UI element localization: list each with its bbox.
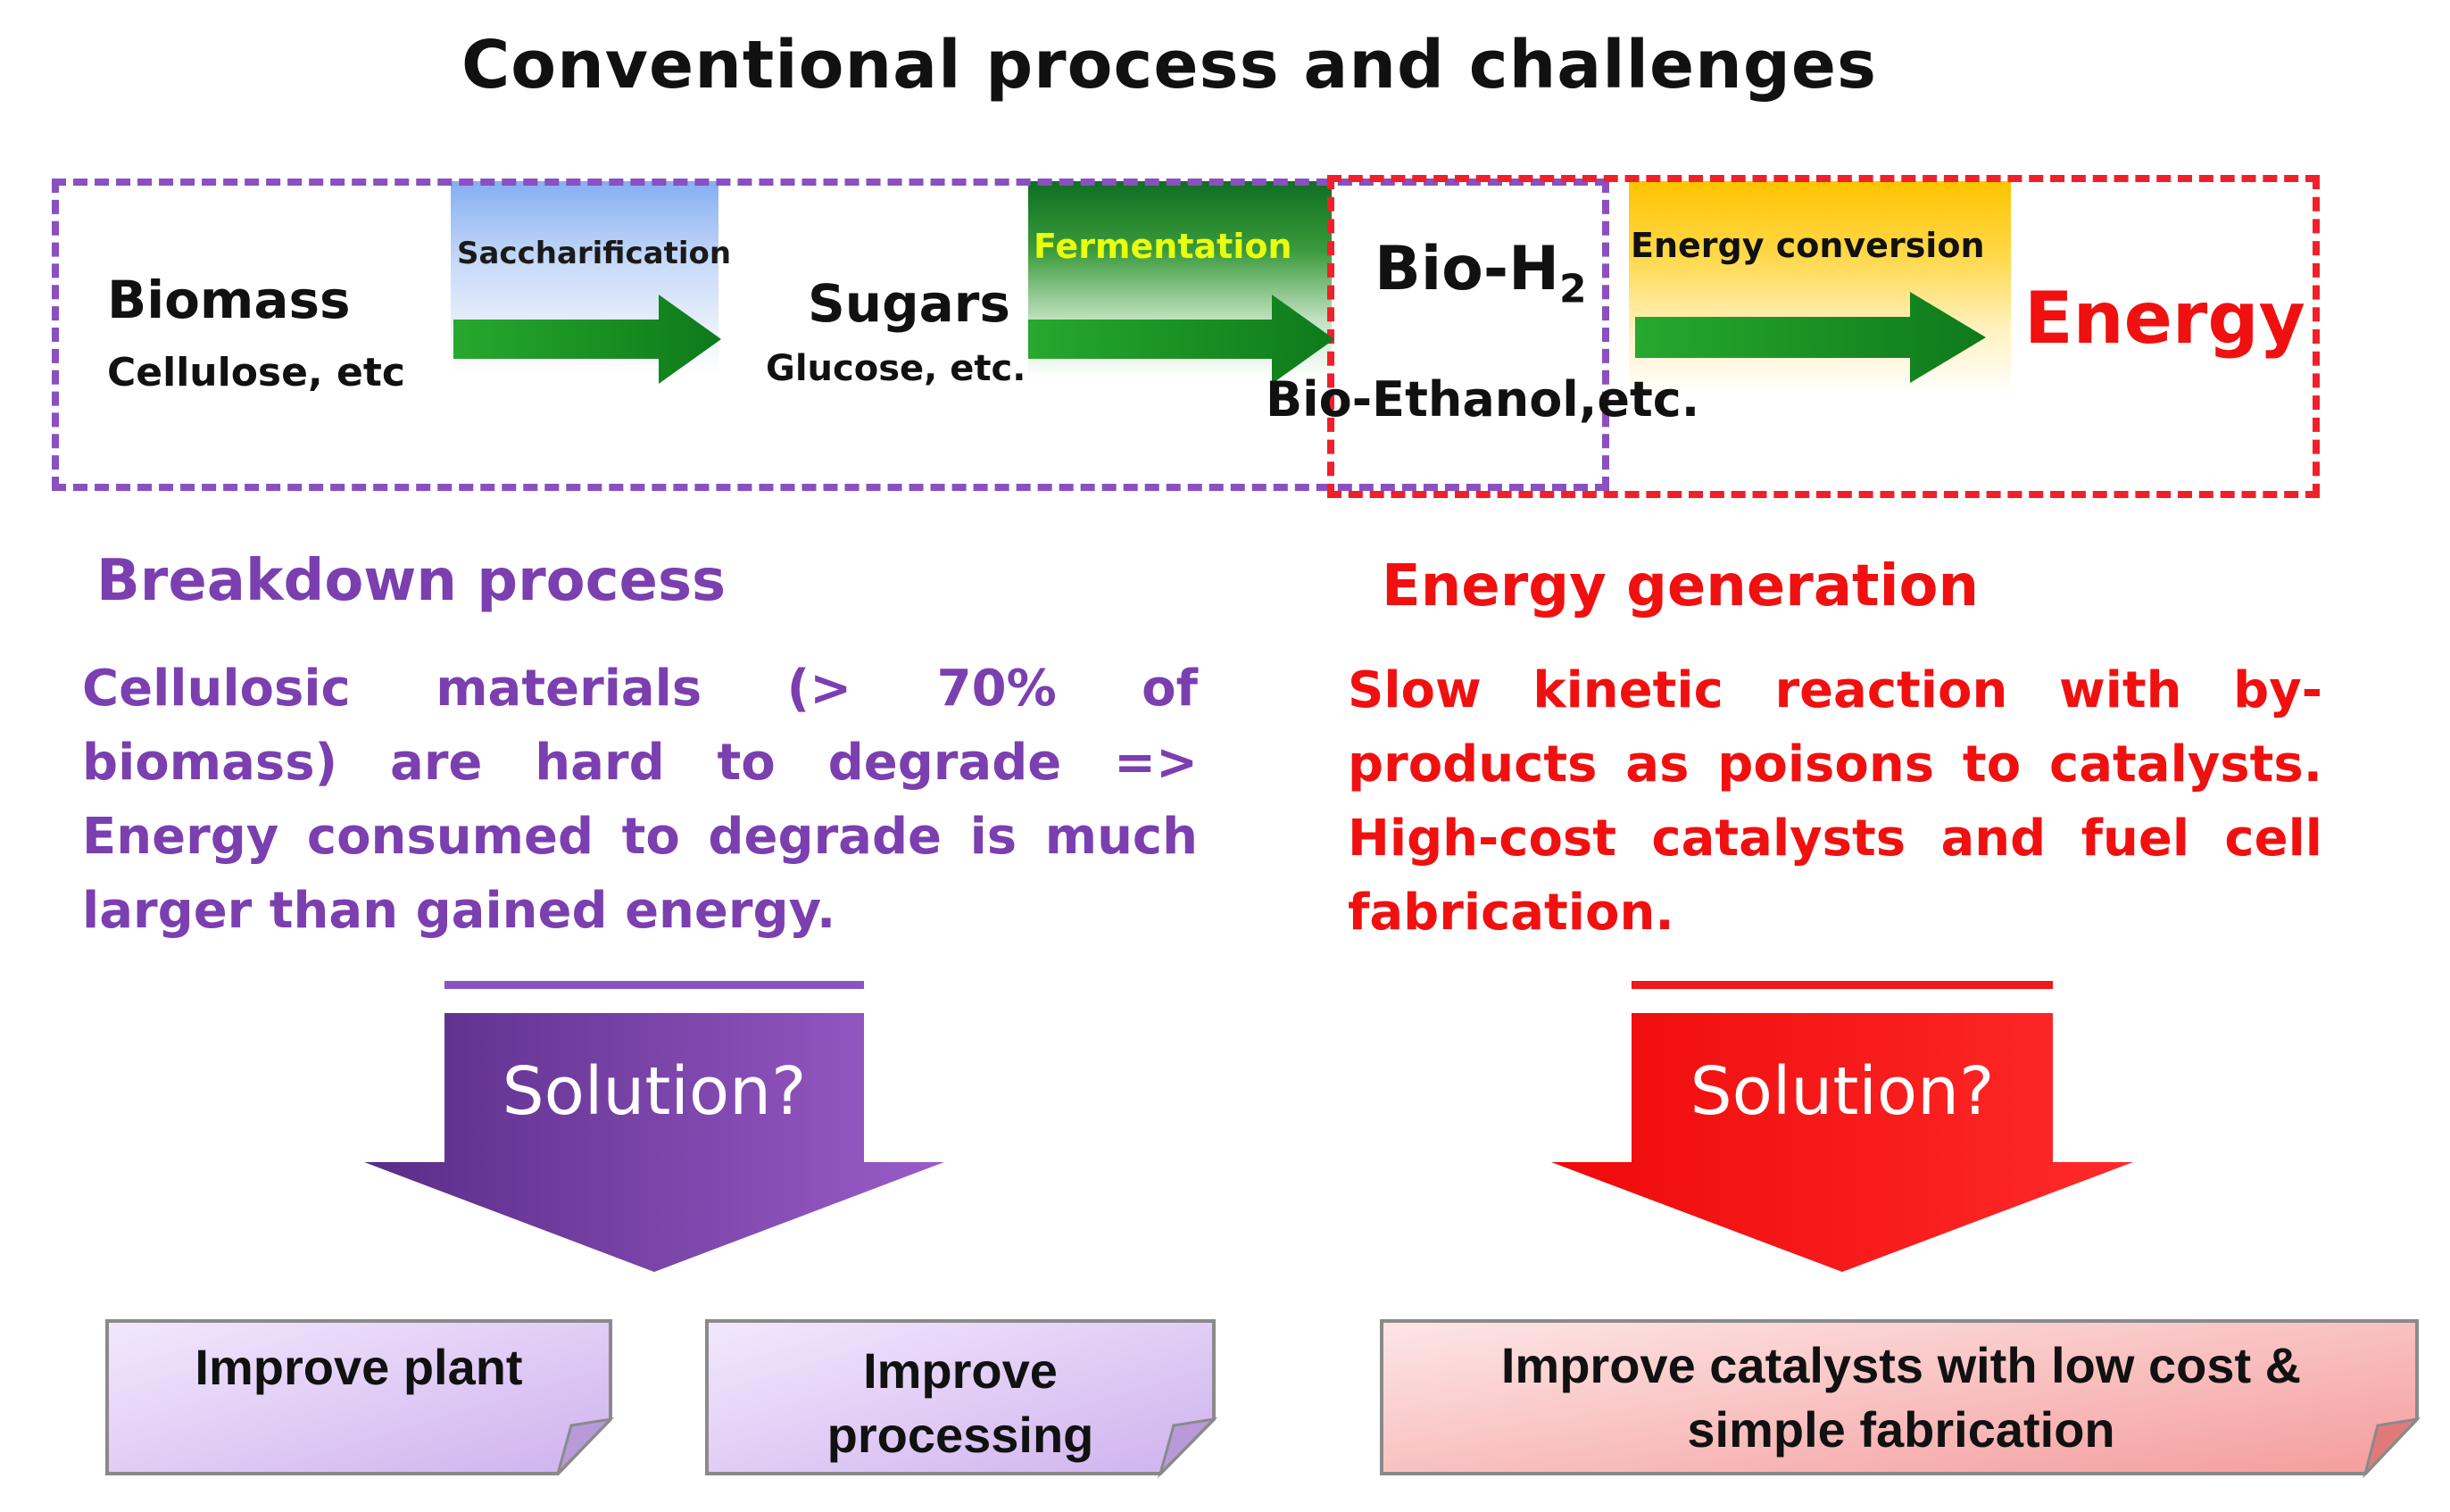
saccharification-background: [451, 181, 718, 422]
note-improve-catalysts-fold: [2363, 1416, 2421, 1479]
note-improve-processing: Improve processing: [826, 1342, 1094, 1463]
bio-h2-subscript: 2: [1559, 266, 1587, 312]
energy-generation-heading: Energy generation: [1382, 553, 1980, 619]
right-solution-label: Solution?: [1690, 1053, 1995, 1130]
breakdown-process-text: Cellulosic materials (> 70% of biomass) …: [82, 660, 1198, 940]
right-solution-arrow: [1551, 1013, 2133, 1272]
fermentation-label: Fermentation: [1034, 227, 1292, 266]
fermentation-arrow: [1028, 295, 1334, 384]
biomass-sublabel: Cellulose, etc: [107, 350, 405, 395]
energy-generation-box: [1327, 175, 2320, 498]
diagram-title: Conventional process and challenges: [461, 27, 1878, 104]
note-improve-plant: Improve plant: [195, 1339, 523, 1395]
bio-h2-label: Bio-H2: [1374, 234, 1587, 312]
note-improve-catalysts: Improve catalysts with low cost & simple…: [1500, 1337, 2302, 1458]
breakdown-process-box: [52, 179, 1609, 491]
energy-label: Energy: [2024, 277, 2305, 360]
saccharification-arrow: [453, 295, 721, 384]
left-solution-bar: [444, 981, 864, 989]
bio-h2-text: Bio-H: [1374, 234, 1559, 304]
note-improve-processing-fold: [1158, 1416, 1218, 1479]
sugars-label: Sugars: [808, 273, 1010, 334]
left-solution-arrow: [364, 1013, 944, 1272]
saccharification-label: Saccharification: [457, 236, 732, 271]
left-solution-label: Solution?: [502, 1053, 807, 1130]
note-improve-plant-fold: [556, 1416, 615, 1475]
sugars-sublabel: Glucose, etc.: [766, 348, 1026, 389]
energy-generation-text: Slow kinetic reaction with by-products a…: [1348, 661, 2322, 942]
right-solution-bar: [1632, 981, 2053, 989]
energy-conversion-label: Energy conversion: [1631, 226, 1985, 265]
biomass-label: Biomass: [107, 270, 351, 330]
bio-ethanol-label: Bio-Ethanol,etc.: [1266, 371, 1700, 428]
breakdown-process-heading: Breakdown process: [96, 548, 727, 614]
energy-conversion-arrow: [1635, 292, 1986, 383]
